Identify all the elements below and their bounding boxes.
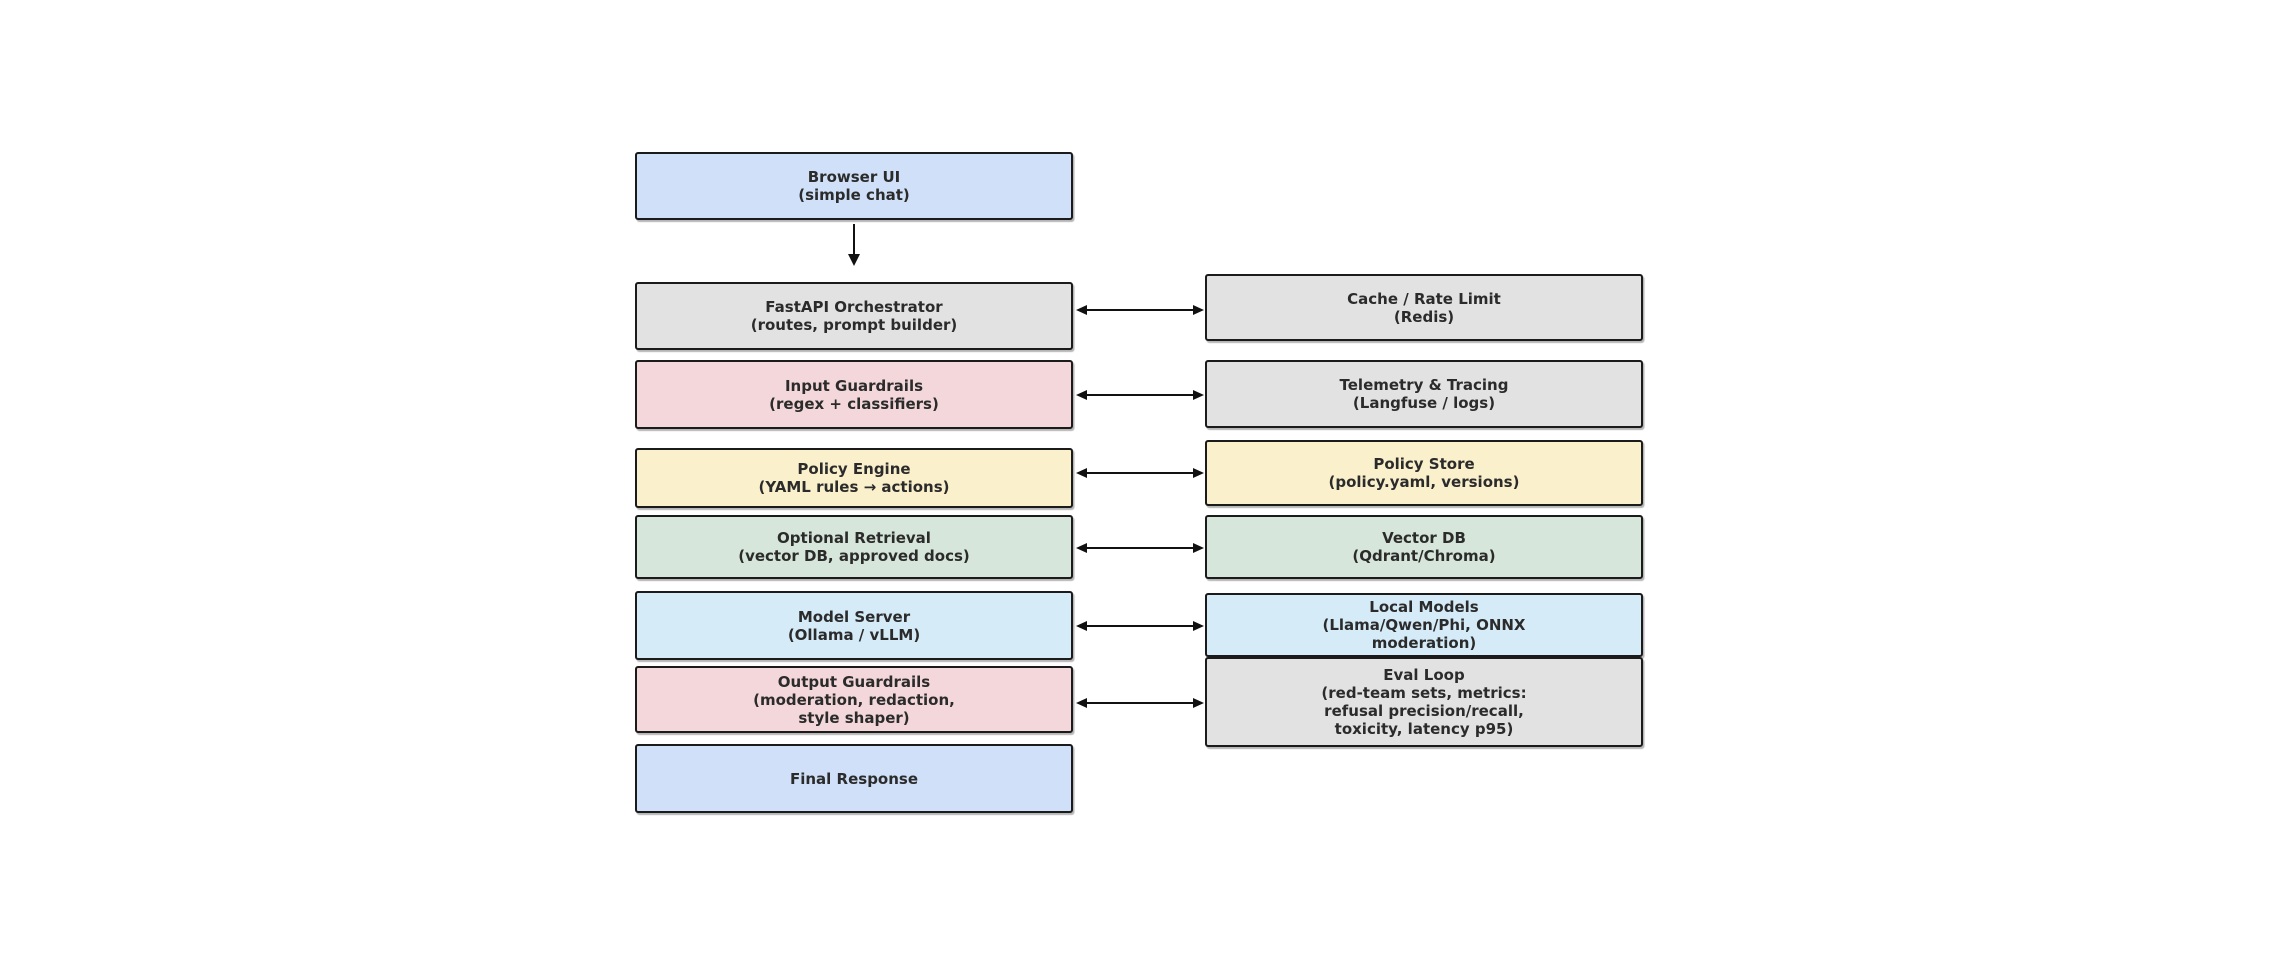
arrow-both-policy-engine-policy-store: [1076, 468, 1204, 478]
node-subtitle: (vector DB, approved docs): [738, 547, 970, 565]
node-output-guardrails: Output Guardrails (moderation, redaction…: [635, 666, 1073, 733]
node-subtitle-3: toxicity, latency p95): [1334, 720, 1514, 738]
node-model-server: Model Server (Ollama / vLLM): [635, 591, 1073, 660]
node-title: Vector DB: [1382, 529, 1466, 547]
node-title: Telemetry & Tracing: [1339, 376, 1509, 394]
node-optional-retrieval: Optional Retrieval (vector DB, approved …: [635, 515, 1073, 579]
node-browser-ui: Browser UI (simple chat): [635, 152, 1073, 220]
node-title: Model Server: [797, 607, 911, 626]
node-subtitle: (policy.yaml, versions): [1328, 473, 1520, 491]
node-subtitle: (moderation, redaction,: [753, 690, 955, 709]
node-policy-store: Policy Store (policy.yaml, versions): [1205, 440, 1643, 506]
node-final-response: Final Response: [635, 744, 1073, 813]
node-subtitle: (Llama/Qwen/Phi, ONNX: [1322, 616, 1526, 634]
arrow-down-browser-to-fastapi: [848, 224, 860, 266]
node-subtitle: (Qdrant/Chroma): [1352, 547, 1496, 565]
node-subtitle: (Redis): [1393, 307, 1455, 326]
node-subtitle-2: refusal precision/recall,: [1324, 702, 1524, 720]
arrow-both-input-guardrails-telemetry: [1076, 390, 1204, 400]
arrow-both-fastapi-cache: [1076, 305, 1204, 315]
node-policy-engine: Policy Engine (YAML rules → actions): [635, 448, 1073, 508]
node-subtitle: (routes, prompt builder): [750, 316, 958, 334]
node-subtitle: (Langfuse / logs): [1352, 394, 1496, 412]
node-title: Optional Retrieval: [777, 529, 931, 547]
node-input-guardrails: Input Guardrails (regex + classifiers): [635, 360, 1073, 429]
node-telemetry-tracing: Telemetry & Tracing (Langfuse / logs): [1205, 360, 1643, 428]
node-title: Policy Engine: [797, 460, 911, 478]
node-title: Output Guardrails: [777, 672, 931, 691]
arrow-both-optional-retrieval-vector-db: [1076, 543, 1204, 553]
node-title: Input Guardrails: [784, 376, 924, 395]
node-subtitle: (YAML rules → actions): [758, 478, 950, 496]
node-subtitle: (Ollama / vLLM): [787, 625, 921, 644]
node-title: Local Models: [1369, 598, 1479, 616]
node-title: Browser UI: [807, 168, 901, 186]
arrow-both-model-server-local-models: [1076, 621, 1204, 631]
node-title: Eval Loop: [1383, 666, 1465, 684]
node-fastapi-orchestrator: FastAPI Orchestrator (routes, prompt bui…: [635, 282, 1073, 350]
node-subtitle: (regex + classifiers): [769, 394, 939, 413]
node-title: FastAPI Orchestrator: [765, 298, 943, 316]
node-eval-loop: Eval Loop (red-team sets, metrics: refus…: [1205, 657, 1643, 747]
node-cache-rate-limit: Cache / Rate Limit (Redis): [1205, 274, 1643, 341]
node-subtitle: (simple chat): [798, 186, 910, 204]
node-title: Policy Store: [1373, 455, 1475, 473]
node-local-models: Local Models (Llama/Qwen/Phi, ONNX moder…: [1205, 593, 1643, 657]
node-subtitle-2: moderation): [1371, 634, 1477, 652]
node-title: Cache / Rate Limit: [1347, 289, 1501, 308]
node-title: Final Response: [789, 769, 919, 788]
node-subtitle: (red-team sets, metrics:: [1321, 684, 1527, 702]
node-subtitle-2: style shaper): [798, 708, 910, 727]
node-vector-db: Vector DB (Qdrant/Chroma): [1205, 515, 1643, 579]
arrow-both-output-guardrails-eval-loop: [1076, 698, 1204, 708]
